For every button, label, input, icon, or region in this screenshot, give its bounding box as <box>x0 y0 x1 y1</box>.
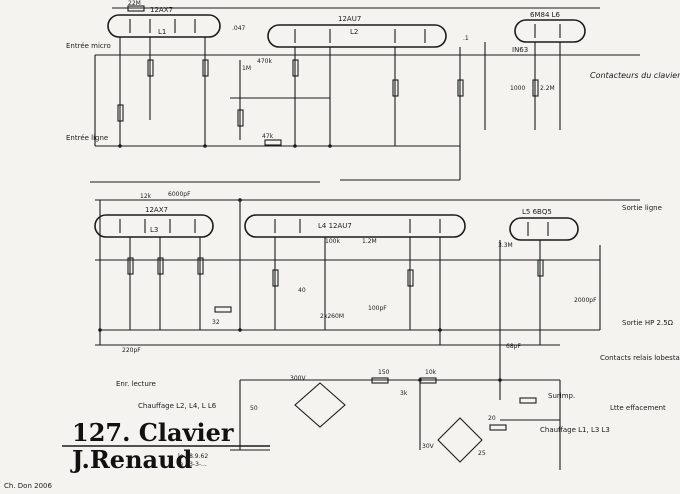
title-date-1: le 18.9.62 <box>178 453 208 460</box>
resistors <box>117 5 544 431</box>
component-value-label: 2000pF <box>574 297 597 304</box>
tube-label: 12AX7 <box>145 206 168 214</box>
wiring <box>90 7 640 470</box>
title-number: 127. Clavier <box>72 418 234 447</box>
tube-section: L2 <box>350 28 358 36</box>
tube-12au7-l2: 12AU7 L2 <box>267 15 447 48</box>
component-value-label: 1000 <box>510 85 525 92</box>
component-value-label: 470k <box>257 58 272 65</box>
junctions <box>98 144 502 382</box>
component-value-label: 32 <box>212 319 220 326</box>
component-value-label: 150 <box>378 369 390 376</box>
component-value-label: 12k <box>140 193 152 200</box>
label-surimp: Surimp. <box>548 392 575 400</box>
tube-12au7-l4: L4 12AU7 <box>244 214 466 238</box>
component-value-label: 220pF <box>122 347 141 354</box>
component-value-label: 68pF <box>506 343 521 350</box>
label-enr-lecture: Enr. lecture <box>116 380 156 388</box>
tube-6bq5-l5: L5 6BQ5 <box>509 208 579 241</box>
component-value-label: 1.2M <box>362 238 377 245</box>
component-value-label: 300V <box>290 375 306 382</box>
label-contacts-relais: Contacts relais lobestan <box>600 354 680 362</box>
label-sortie-hp: Sortie HP 2.5Ω <box>622 319 674 327</box>
title-block: 127. Clavier J.Renaud le 18.9.62 le 23-3… <box>4 418 270 490</box>
label-entree-micro: Entrée micro <box>66 42 111 50</box>
component-value-label: 22M <box>128 0 141 7</box>
tube-label: 6M84 L6 <box>530 11 561 19</box>
label-entree-ligne: Entrée ligne <box>66 134 108 142</box>
component-value-label: 1M <box>242 65 251 72</box>
component-value-label: 3k <box>400 390 408 397</box>
label-effacement: Ltte effacement <box>610 404 666 412</box>
component-value-label: 47k <box>262 133 274 140</box>
component-value-label: .047 <box>232 25 246 32</box>
component-value-label: 20 <box>488 415 496 422</box>
tube-12ax7-l3: 12AX7 L3 <box>94 206 214 238</box>
note-contacteurs: Contacteurs du clavier figurés en positi… <box>590 70 680 80</box>
label-chauffage-right: Chauffage L1, L3 L3 <box>540 426 610 434</box>
credit-text: Ch. Don 2006 <box>4 482 52 490</box>
component-value-label: 30V <box>422 443 435 450</box>
component-value-label: 50 <box>250 405 258 412</box>
label-diode: IN63 <box>512 46 528 54</box>
tube-label: L4 12AU7 <box>318 222 352 230</box>
component-value-label: 100k <box>325 238 340 245</box>
tube-section: L1 <box>158 28 166 36</box>
component-value-label: 3.3M <box>498 242 513 249</box>
tube-12ax7-l1: 12AX7 L1 <box>107 6 221 38</box>
component-value-label: 2.2M <box>540 85 555 92</box>
component-value-label: 2x260M <box>320 313 344 320</box>
label-sortie-ligne: Sortie ligne <box>622 204 662 212</box>
component-values: 22M .047 470k 47k 12k 6000pF 100k 2x260M… <box>122 0 597 457</box>
component-value-label: 6000pF <box>168 191 191 198</box>
tube-label: L5 6BQ5 <box>522 208 552 216</box>
component-value-label: .1 <box>463 35 469 42</box>
component-value-label: 10k <box>425 369 437 376</box>
tube-section: L3 <box>150 226 158 234</box>
label-chauffage-left: Chauffage L2, L4, L L6 <box>138 402 217 410</box>
component-value-label: 100pF <box>368 305 387 312</box>
title-author: J.Renaud <box>70 445 193 474</box>
tube-label: 12AX7 <box>150 6 173 14</box>
title-date-2: le 23-3-... <box>178 461 207 468</box>
tube-6m84-l6: 6M84 L6 <box>514 11 586 43</box>
tube-label: 12AU7 <box>338 15 361 23</box>
component-value-label: 40 <box>298 287 306 294</box>
component-value-label: 25 <box>478 450 486 457</box>
